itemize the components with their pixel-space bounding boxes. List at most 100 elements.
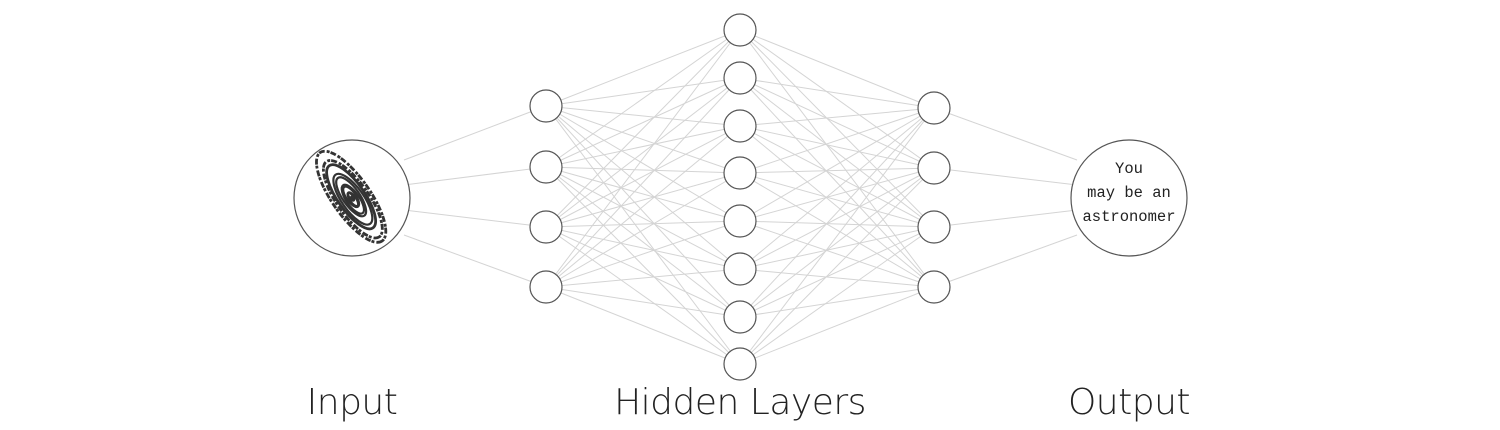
edge-l1-3-6: [545, 286, 741, 318]
edge-l0-0-1: [403, 166, 547, 186]
edge-l2-5-1: [739, 167, 935, 270]
edge-l1-2-5: [545, 226, 741, 270]
hidden-node-l1-0: [529, 89, 563, 123]
edge-l1-3-3: [545, 172, 741, 288]
hidden-node-l3-1: [917, 151, 951, 185]
galaxy-ring-0: [315, 149, 388, 244]
galaxy-core: [349, 195, 355, 201]
edge-l3-1-0: [933, 167, 1078, 186]
output-text-line-3: astronomer: [1082, 208, 1176, 226]
edge-l1-0-5: [545, 105, 741, 270]
hidden-node-l3-0: [917, 91, 951, 125]
hidden-node-l2-3: [723, 156, 757, 190]
edge-l2-5-2: [739, 226, 935, 270]
spiral-galaxy-icon: [315, 149, 388, 244]
hidden-node-l3-3: [917, 270, 951, 304]
edge-l0-0-2: [403, 209, 547, 228]
edge-l2-3-3: [739, 172, 935, 288]
edge-l2-1-1: [739, 77, 935, 169]
edge-l2-0-0: [739, 29, 935, 109]
edge-l2-7-0: [739, 107, 935, 365]
edge-l2-6-3: [739, 286, 935, 318]
edge-l1-0-3: [545, 105, 741, 174]
edge-l2-4-2: [739, 220, 935, 228]
hidden-node-l2-4: [723, 204, 757, 238]
edge-l1-0-7: [545, 105, 741, 365]
edge-l1-1-6: [545, 166, 741, 318]
edge-l2-2-0: [739, 107, 935, 127]
input-label: Input: [306, 382, 398, 423]
network-nodes: [293, 13, 1188, 381]
edge-l2-2-1: [739, 125, 935, 169]
edge-l2-1-0: [739, 77, 935, 109]
edge-l1-1-2: [545, 125, 741, 168]
edge-l1-3-0: [545, 29, 741, 288]
edge-l3-2-0: [933, 209, 1078, 228]
edge-l1-2-4: [545, 220, 741, 228]
hidden-node-l1-2: [529, 210, 563, 244]
edge-l1-0-1: [545, 77, 741, 107]
hidden-node-l1-3: [529, 270, 563, 304]
hidden-node-l2-1: [723, 61, 757, 95]
edge-l2-6-2: [739, 226, 935, 318]
hidden-node-l2-6: [723, 300, 757, 334]
edge-l1-2-6: [545, 226, 741, 318]
edge-l1-1-4: [545, 166, 741, 222]
edge-l1-1-5: [545, 166, 741, 270]
edge-l2-4-1: [739, 167, 935, 222]
edge-l1-2-7: [545, 226, 741, 365]
edge-l1-2-3: [545, 172, 741, 228]
galaxy-rings: [315, 149, 388, 244]
galaxy-ring-2: [325, 163, 377, 231]
edge-l1-2-0: [545, 29, 741, 228]
connection-edges: [403, 29, 1078, 365]
edge-l1-3-4: [545, 220, 741, 288]
hidden-node-l1-1: [529, 150, 563, 184]
edge-l2-6-1: [739, 167, 935, 318]
edge-l2-5-0: [739, 107, 935, 270]
edge-l2-1-2: [739, 77, 935, 228]
edge-l2-7-1: [739, 167, 935, 365]
edge-l1-3-5: [545, 268, 741, 288]
hidden-node-l2-7: [723, 347, 757, 381]
edge-l0-0-0: [403, 105, 547, 161]
edge-l1-2-2: [545, 125, 741, 228]
output-text-line-2: may be an: [1087, 184, 1171, 202]
edge-l2-4-0: [739, 107, 935, 222]
edge-l2-1-3: [739, 77, 935, 288]
edge-l2-7-2: [739, 226, 935, 365]
galaxy-ring-5: [340, 183, 366, 215]
hidden-node-l2-0: [723, 13, 757, 47]
edge-l2-3-2: [739, 172, 935, 228]
edge-l1-1-0: [545, 29, 741, 168]
edge-l2-4-3: [739, 220, 935, 288]
edge-l2-3-1: [739, 167, 935, 174]
edge-l1-0-2: [545, 105, 741, 127]
output-text-line-1: You: [1115, 160, 1143, 178]
hidden-node-l2-2: [723, 109, 757, 143]
hidden-node-l3-2: [917, 210, 951, 244]
edge-l1-2-1: [545, 77, 741, 228]
output-node: [1070, 139, 1188, 257]
edge-l2-3-0: [739, 107, 935, 174]
output-node-text: You may be an astronomer: [1070, 157, 1188, 229]
edge-l3-0-0: [933, 107, 1078, 161]
edge-l2-0-2: [739, 29, 935, 228]
hidden-node-l2-5: [723, 252, 757, 286]
edge-l2-6-0: [739, 107, 935, 318]
edge-l1-1-1: [545, 77, 741, 168]
edge-l1-3-2: [545, 125, 741, 288]
galaxy-ring-3: [332, 172, 374, 226]
edge-l1-1-7: [545, 166, 741, 365]
edge-l1-3-1: [545, 77, 741, 288]
output-label: Output: [1067, 382, 1191, 423]
edge-l2-2-3: [739, 125, 935, 288]
edge-l3-3-0: [933, 234, 1078, 288]
edge-l1-0-4: [545, 105, 741, 222]
edge-l1-0-6: [545, 105, 741, 318]
edge-l1-3-7: [545, 286, 741, 365]
edge-l0-0-3: [403, 234, 547, 288]
hidden-layers-label: Hidden Layers: [614, 382, 866, 423]
galaxy-ring-4: [335, 176, 368, 218]
edge-l2-7-3: [739, 286, 935, 365]
